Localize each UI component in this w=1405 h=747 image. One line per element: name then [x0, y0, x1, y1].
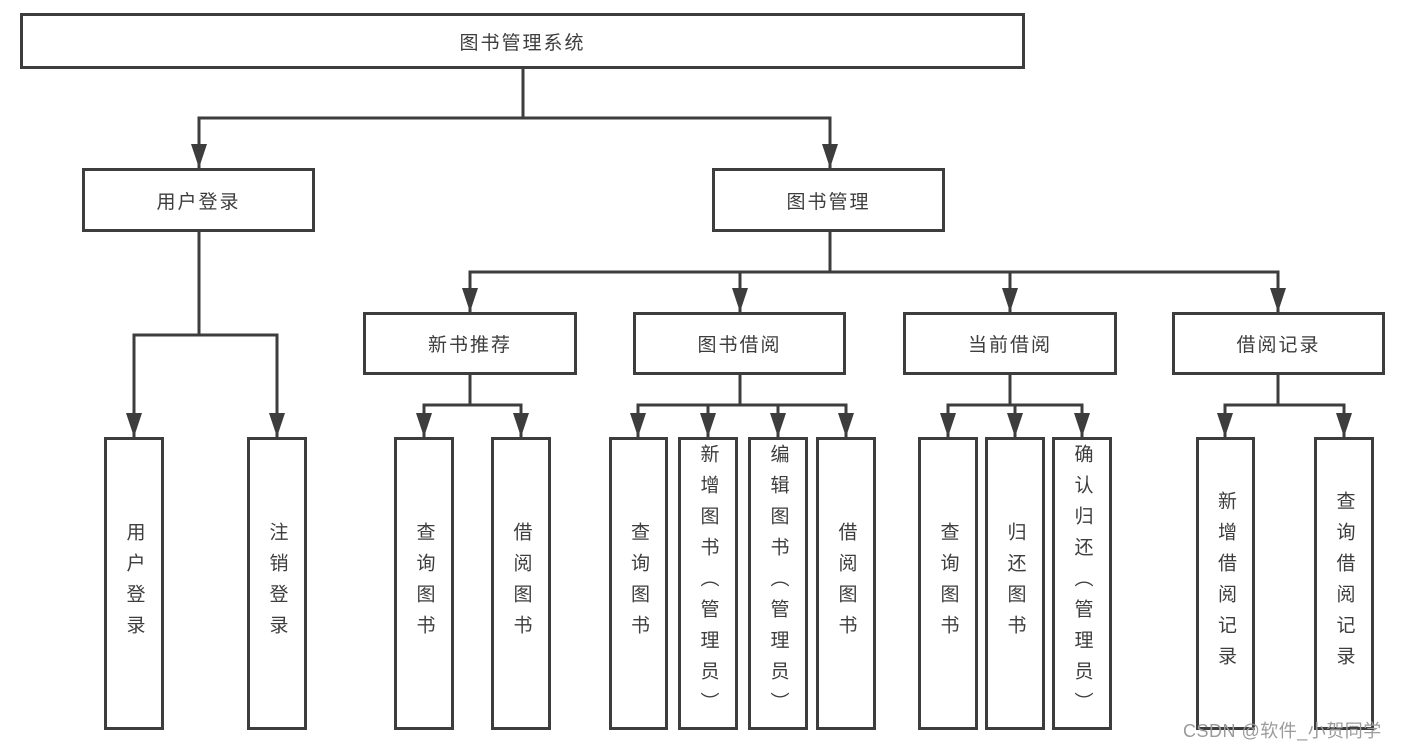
leaf-borrow-books-recommend: 借阅图书 [491, 437, 551, 730]
csdn-watermark: CSDN @软件_小贺同学 [1183, 721, 1382, 741]
leaf-query-borrow-record: 查询借阅记录 [1314, 437, 1374, 730]
node-new-book-recommend: 新书推荐 [363, 312, 577, 375]
leaf-add-books-admin: 新增图书（管理员） [678, 437, 738, 730]
leaf-query-books-current: 查询图书 [918, 437, 978, 730]
edges-user-login-to-leaves [126, 232, 285, 437]
node-borrow-record: 借阅记录 [1172, 312, 1385, 375]
node-book-management: 图书管理 [712, 168, 945, 232]
node-user-login: 用户登录 [82, 168, 315, 232]
leaf-borrow-books: 借阅图书 [816, 437, 876, 730]
node-book-borrow: 图书借阅 [633, 312, 846, 375]
leaf-logout: 注销登录 [247, 437, 307, 730]
leaf-query-books-borrow: 查询图书 [609, 437, 668, 730]
edges-book-borrow-to-leaves [630, 375, 854, 437]
leaf-return-books: 归还图书 [985, 437, 1045, 730]
node-root-system: 图书管理系统 [20, 13, 1025, 69]
leaf-confirm-return-admin: 确认归还（管理员） [1052, 437, 1112, 730]
edges-book-management-to-level3 [462, 232, 1286, 312]
leaf-user-login: 用户登录 [104, 437, 164, 730]
edges-root-to-level2 [191, 69, 838, 168]
leaf-edit-books-admin: 编辑图书（管理员） [748, 437, 808, 730]
leaf-query-books-recommend: 查询图书 [394, 437, 454, 730]
edges-borrow-record-to-leaves [1217, 375, 1352, 437]
edges-new-book-recommend-to-leaves [416, 375, 529, 437]
leaf-add-borrow-record: 新增借阅记录 [1196, 437, 1255, 730]
edges-current-borrow-to-leaves [940, 375, 1090, 437]
node-current-borrow: 当前借阅 [903, 312, 1117, 375]
